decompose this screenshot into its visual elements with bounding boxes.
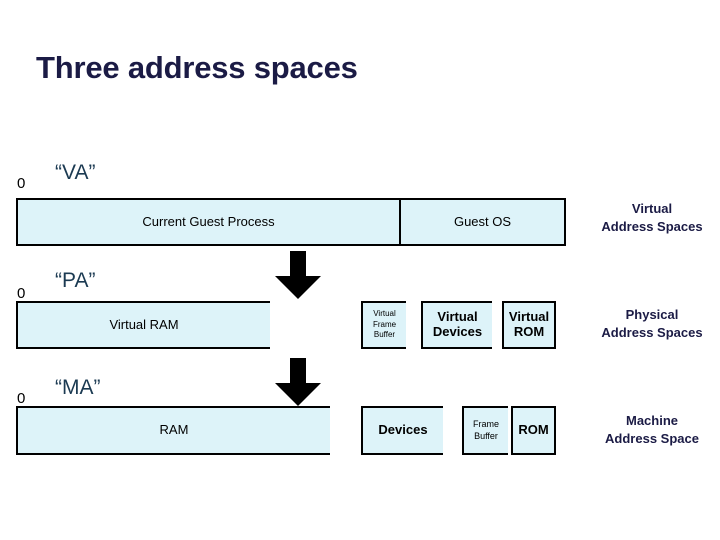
cell-gap-pa-3 — [492, 301, 504, 349]
cell-virtual-ram[interactable]: Virtual RAM — [16, 301, 272, 349]
space-label-va: “VA” — [55, 161, 96, 184]
zero-marker-va: 0 — [17, 175, 26, 192]
cell-virtual-devices[interactable]: Virtual Devices — [421, 301, 494, 349]
space-label-pa: “PA” — [55, 269, 96, 292]
caption-line-1: Machine — [625, 413, 678, 428]
zero-marker-pa: 0 — [17, 285, 26, 302]
cell-gap-pa-1 — [270, 301, 363, 349]
caption-line-1: Virtual — [631, 201, 673, 216]
cell-gap-ma-3 — [508, 406, 513, 455]
cell-gap-ma-1 — [330, 406, 363, 455]
cell-virtual-frame-buffer[interactable]: Virtual Frame Buffer — [361, 301, 408, 349]
caption-physical-address-spaces: Physical Address Spaces — [588, 306, 716, 341]
caption-machine-address-space: Machine Address Space — [588, 412, 716, 447]
caption-line-2: Address Spaces — [601, 218, 703, 234]
cell-frame-buffer[interactable]: Frame Buffer — [462, 406, 510, 455]
caption-virtual-address-spaces: Virtual Address Spaces — [588, 200, 716, 235]
cell-virtual-rom[interactable]: Virtual ROM — [502, 301, 556, 349]
caption-line-1: Physical — [625, 307, 679, 322]
caption-line-2: Address Spaces — [601, 324, 703, 340]
cell-rom[interactable]: ROM — [511, 406, 556, 455]
arrow-pa-to-ma-icon — [275, 358, 321, 406]
address-space-row-va: Current Guest Process Guest OS — [16, 198, 566, 246]
address-space-row-ma: RAM Devices Frame Buffer ROM — [16, 406, 566, 455]
cell-current-guest-process[interactable]: Current Guest Process — [16, 198, 401, 246]
cell-gap-pa-2 — [406, 301, 423, 349]
caption-line-2: Address Space — [605, 430, 699, 446]
cell-guest-os[interactable]: Guest OS — [399, 198, 566, 246]
cell-devices[interactable]: Devices — [361, 406, 445, 455]
space-label-ma: “MA” — [55, 376, 101, 399]
arrow-va-to-pa-icon — [275, 251, 321, 299]
address-space-row-pa: Virtual RAM Virtual Frame Buffer Virtual… — [16, 301, 566, 349]
cell-gap-ma-2 — [443, 406, 464, 455]
cell-ram[interactable]: RAM — [16, 406, 332, 455]
page-title: Three address spaces — [36, 50, 358, 85]
zero-marker-ma: 0 — [17, 390, 26, 407]
